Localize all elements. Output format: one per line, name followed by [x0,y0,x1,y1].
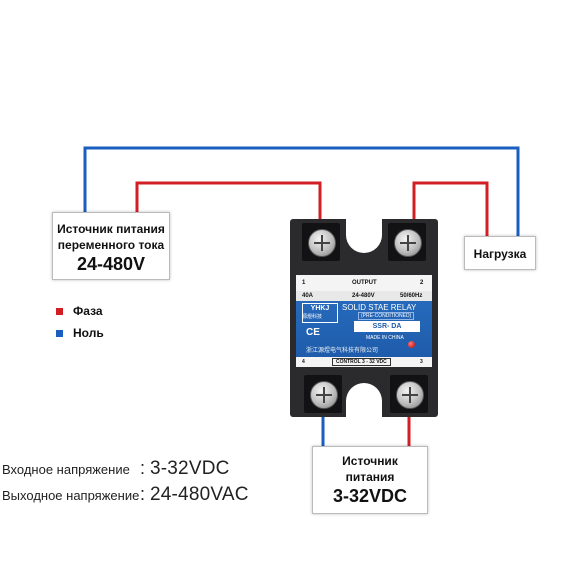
legend-neutral-swatch [56,330,63,338]
relay-top-notch [346,219,382,253]
relay-subtitle: (PRE-CONDITIONED) [358,312,415,320]
terminal-1-label: 1 [302,280,306,286]
company-name: 浙江源煜电气科技有限公司 [306,348,379,354]
made-in-label: MADE IN CHINA [366,335,404,341]
legend-neutral-label: Ноль [73,326,104,340]
load-label: Нагрузка [464,236,536,270]
phase-wire-relay-to-load [412,181,489,240]
dc-source-line2: питания [345,470,395,484]
spec-input-value: 3-32VDC [150,458,230,479]
relay-ratings: 40A 24-480V 50/60Hz [296,291,432,301]
ac-power-source-label: Источник питания переменного тока 24-480… [52,212,170,280]
solid-state-relay: 1 OUTPUT 2 40A 24-480V 50/60Hz YHKJ 源煜科技… [290,219,438,417]
terminal-2-screw-icon [394,229,422,257]
spec-input-colon: : [140,458,146,478]
ac-source-line1: Источник питания [57,222,165,236]
terminal-4-well [304,375,342,413]
dc-source-voltage: 3-32VDC [332,486,408,506]
brand-subtitle: 源煜科技 [302,314,323,320]
terminal-2-label: 2 [420,280,424,286]
terminal-2-well [388,223,426,261]
terminal-3-label: 3 [420,359,423,365]
legend-phase-label: Фаза [73,304,103,318]
relay-output-strip: 1 OUTPUT 2 [296,275,432,291]
legend-phase: Фаза [56,304,103,318]
relay-control-strip: 4 CONTROL 3 - 32 VDC 3 [296,357,432,367]
relay-bottom-notch [346,383,382,417]
dc-power-source-label: Источник питания 3-32VDC [312,446,428,514]
relay-label-plate: 1 OUTPUT 2 40A 24-480V 50/60Hz YHKJ 源煜科技… [296,275,432,367]
legend-neutral: Ноль [56,326,104,340]
legend-phase-swatch [56,308,63,316]
control-label: CONTROL 3 - 32 VDC [332,358,391,366]
terminal-1-well [302,223,340,261]
spec-output-colon: : [140,484,146,504]
terminal-4-label: 4 [302,359,305,365]
status-led-icon [408,341,415,348]
rating-frequency: 50/60Hz [400,293,423,299]
neutral-wire-ac [83,146,520,240]
terminal-1-screw-icon [308,229,336,257]
ce-mark: CE [306,327,320,338]
terminal-3-screw-icon [396,381,424,409]
terminal-3-well [390,375,428,413]
rating-voltage: 24-480V [352,293,375,299]
ac-source-voltage: 24-480V [76,254,146,274]
dc-source-line1: Источник [342,454,398,468]
spec-output-voltage: Выходное напряжение:24-480VAC [2,484,249,506]
phase-wire-ac-to-relay [135,181,322,238]
rating-current: 40A [302,293,314,299]
spec-output-name: Выходное напряжение [2,488,140,503]
spec-input-name: Входное напряжение [2,462,130,477]
spec-input-voltage: Входное напряжение:3-32VDC [2,458,230,480]
relay-model: SSR- DA [354,321,420,332]
relay-title: SOLID STAE RELAY [342,303,417,312]
output-label: OUTPUT [352,280,377,286]
brand-logo: YHKJ [302,303,338,323]
spec-output-value: 24-480VAC [150,484,249,505]
ac-source-line2: переменного тока [57,238,165,252]
terminal-4-screw-icon [310,381,338,409]
